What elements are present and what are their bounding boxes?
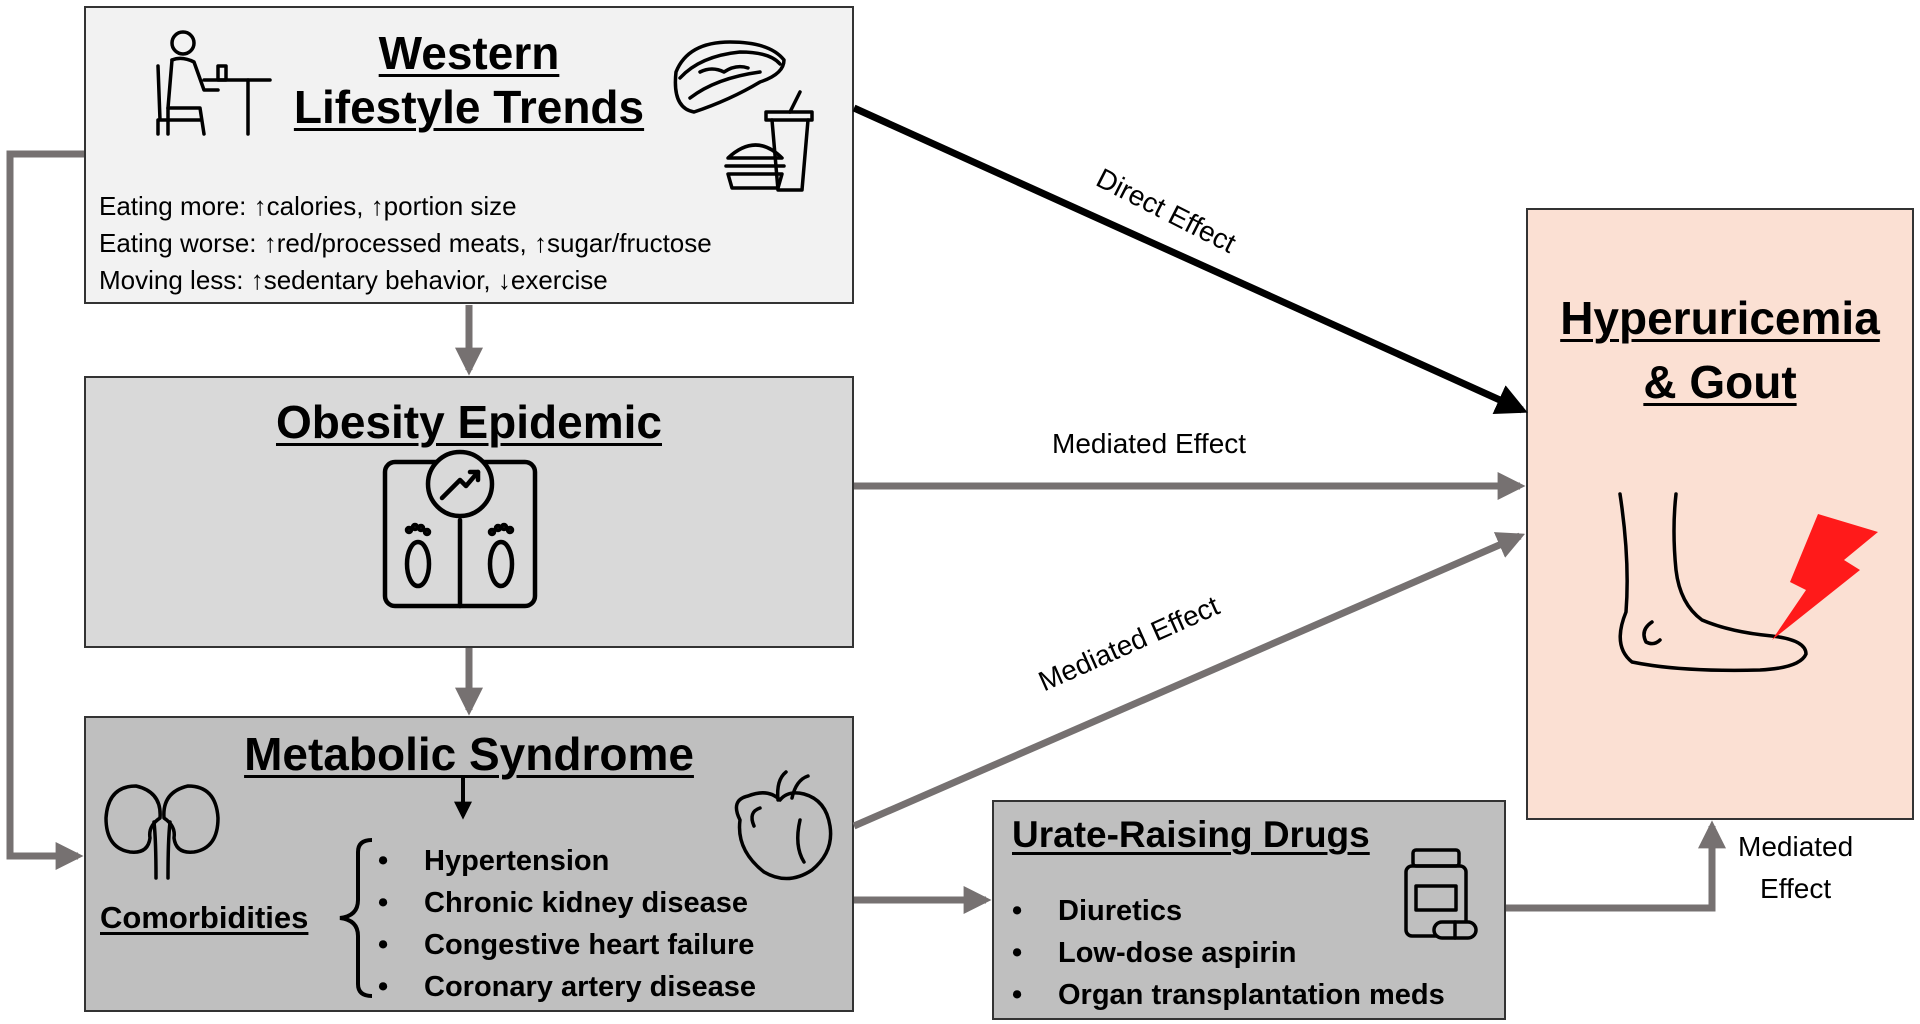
lifestyle-bullet-eating-more: Eating more: ↑calories, ↑portion size (99, 191, 517, 221)
person-at-table-icon (156, 30, 272, 136)
comorbidity-brace (339, 838, 373, 998)
lifestyle-bullets: Eating more: ↑calories, ↑portion size Ea… (99, 188, 712, 299)
drugs-title: Urate-Raising Drugs (1012, 814, 1370, 855)
drug-item: Organ transplantation meds (1010, 974, 1445, 1016)
gout-title-line1: Hyperuricemia (1560, 292, 1880, 344)
drug-item: Diuretics (1010, 890, 1445, 932)
burger-and-drink-icon (724, 90, 814, 192)
bathroom-scale-icon (382, 449, 538, 609)
comorbidity-item: Coronary artery disease (376, 966, 756, 1008)
comorbidity-item: Congestive heart failure (376, 924, 756, 966)
kidneys-icon (104, 784, 220, 880)
hot-dog-icon (673, 40, 786, 114)
lifestyle-title-line1: Western (378, 27, 560, 79)
metabolic-title: Metabolic Syndrome (244, 728, 694, 780)
heart-icon (734, 770, 833, 881)
obesity-title: Obesity Epidemic (275, 396, 662, 448)
comorbidities-label: Comorbidities (100, 900, 309, 935)
foot-icon (1618, 492, 1808, 673)
comorbidity-item: Chronic kidney disease (376, 882, 756, 924)
drugs-to-gout-arrow (1506, 820, 1726, 912)
metabolic-box: Metabolic Syndrome Comorbidities Hyperte… (84, 716, 854, 1012)
mediated-effect-obesity-label: Mediated Effect (1052, 428, 1247, 459)
drug-item: Low-dose aspirin (1010, 932, 1445, 974)
lifestyle-title: Western Lifestyle Trends (86, 26, 852, 134)
lifestyle-bullet-moving-less: Moving less: ↑sedentary behavior, ↓exerc… (99, 265, 608, 295)
direct-effect-arrow (852, 104, 1528, 414)
drug-list: Diuretics Low-dose aspirin Organ transpl… (1010, 890, 1445, 1016)
lifestyle-bullet-eating-worse: Eating worse: ↑red/processed meats, ↑sug… (99, 228, 712, 258)
gout-box: Hyperuricemia & Gout (1526, 208, 1914, 820)
lightning-bolt-icon (1772, 514, 1878, 640)
mediated-effect-drugs-line1: Mediated (1738, 831, 1854, 862)
gout-title: Hyperuricemia & Gout (1528, 286, 1912, 414)
obesity-box: Obesity Epidemic (84, 376, 854, 648)
comorbidity-list: Hypertension Chronic kidney disease Cong… (376, 840, 756, 1008)
gout-title-line2: & Gout (1643, 356, 1797, 408)
mediated-effect-drugs-label: Mediated Effect (1738, 826, 1853, 910)
mediated-effect-drugs-line2: Effect (1760, 873, 1832, 904)
lifestyle-title-line2: Lifestyle Trends (293, 81, 645, 133)
pill-bottle-icon (1404, 848, 1478, 940)
metabolic-to-gout-arrow (852, 532, 1526, 830)
lifestyle-to-metabolic-arrow (6, 150, 84, 870)
comorbidity-item: Hypertension (376, 840, 756, 882)
